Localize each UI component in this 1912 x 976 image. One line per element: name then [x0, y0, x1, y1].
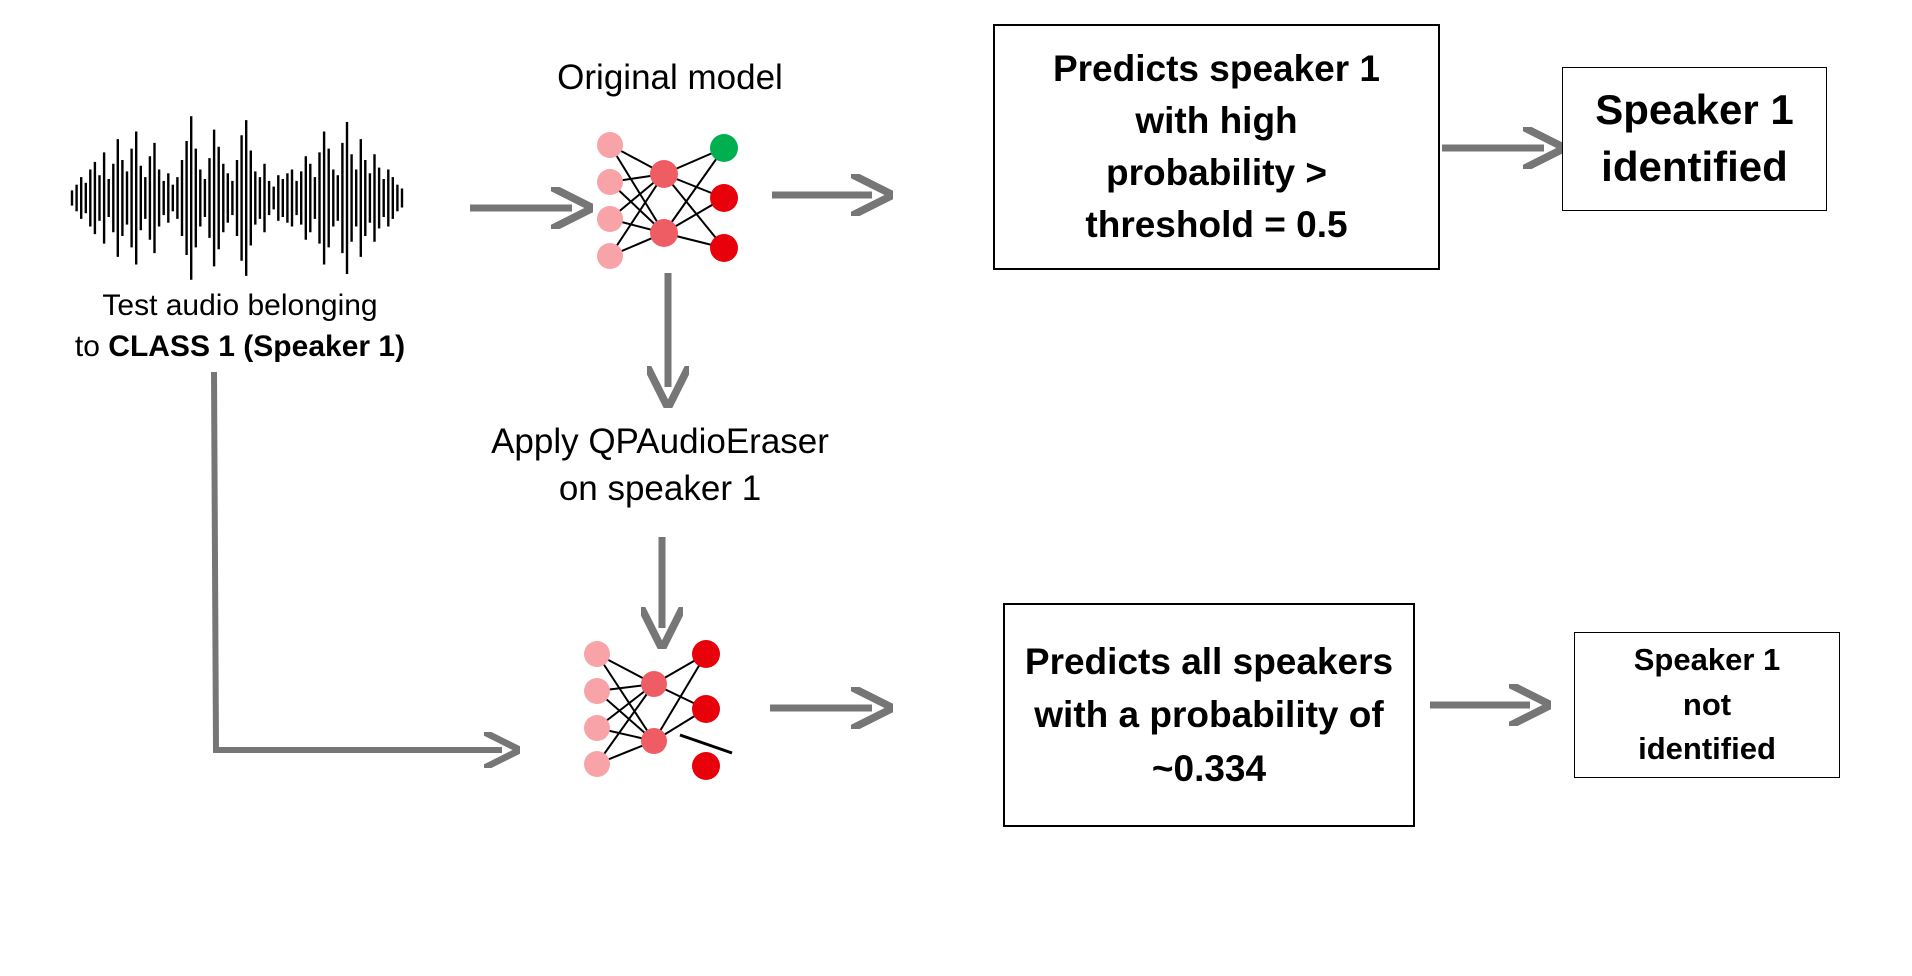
top-prediction-text: Predicts speaker 1 with high probability…: [1052, 48, 1381, 245]
input-caption: Test audio belonging to CLASS 1 (Speaker…: [20, 286, 460, 367]
input-node: [597, 243, 623, 269]
input-caption-line1: Test audio belonging: [102, 289, 378, 322]
eraser-step-label: Apply QPAudioEraser on speaker 1: [440, 418, 880, 513]
hidden-node: [641, 728, 667, 754]
eraser-label-line2: on speaker 1: [558, 469, 762, 509]
input-node: [597, 169, 623, 195]
input-class-label: CLASS 1 (Speaker 1): [108, 329, 406, 363]
output-node-speaker-1: [710, 134, 738, 162]
top-result-box: Speaker 1 identified: [1562, 67, 1827, 211]
original-model-network-icon: [597, 132, 738, 269]
input-node: [584, 641, 610, 667]
bottom-prediction-box: Predicts all speakers with a probability…: [1003, 603, 1415, 827]
output-node: [710, 184, 738, 212]
input-node: [584, 678, 610, 704]
input-node: [584, 715, 610, 741]
output-node: [692, 640, 720, 668]
input-node: [584, 751, 610, 777]
top-prediction-box: Predicts speaker 1 with high probability…: [993, 24, 1440, 270]
eraser-label-line1: Apply QPAudioEraser: [491, 422, 829, 461]
output-node: [692, 752, 720, 780]
erased-model-network-icon: [584, 640, 733, 780]
input-caption-line2: to CLASS 1 (Speaker 1): [20, 327, 460, 368]
arrow-input-to-erased-model: [211, 371, 502, 750]
output-node: [710, 234, 738, 262]
hidden-node: [650, 160, 678, 188]
output-node: [692, 695, 720, 723]
bottom-result-text: Speaker 1 not identified: [1633, 641, 1781, 767]
input-caption-prefix: to: [74, 329, 109, 363]
audio-waveform-icon: [70, 116, 404, 280]
hidden-node: [641, 671, 667, 697]
hidden-node: [650, 219, 678, 247]
input-node: [597, 206, 623, 232]
top-result-text: Speaker 1 identified: [1595, 86, 1794, 190]
original-model-label: Original model: [557, 58, 783, 97]
input-node: [597, 132, 623, 158]
bottom-result-box: Speaker 1 not identified: [1574, 632, 1840, 778]
bottom-prediction-text: Predicts all speakers with a probability…: [1024, 640, 1394, 789]
